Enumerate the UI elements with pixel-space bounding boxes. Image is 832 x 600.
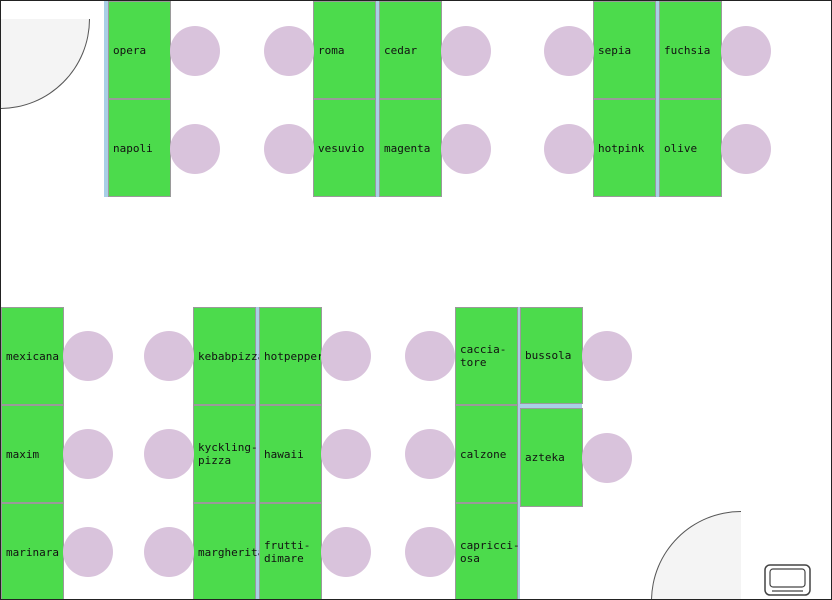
divider [375, 1, 379, 197]
desk-cedar[interactable]: cedar [379, 1, 442, 99]
chair[interactable] [321, 527, 371, 577]
divider [520, 403, 582, 408]
desk-label: kyckling- pizza [198, 441, 258, 467]
desk-opera[interactable]: opera [108, 1, 171, 99]
divider [655, 1, 659, 197]
chair[interactable] [405, 527, 455, 577]
desk-label: cedar [384, 43, 418, 57]
desk-capricciosa[interactable]: capricci- osa [455, 503, 520, 599]
desk-label: hawaii [264, 447, 304, 461]
desk-hawaii[interactable]: hawaii [259, 405, 322, 503]
desk-maxim[interactable]: maxim [1, 405, 64, 503]
desk-label: kebabpizza [198, 349, 265, 363]
desk-label: fuchsia [664, 43, 711, 57]
chair[interactable] [264, 26, 314, 76]
chair[interactable] [405, 331, 455, 381]
desk-label: opera [113, 43, 147, 57]
desk-label: capricci- osa [460, 539, 520, 565]
chair[interactable] [721, 26, 771, 76]
desk-olive[interactable]: olive [659, 99, 722, 197]
chair[interactable] [582, 331, 632, 381]
chair[interactable] [441, 26, 491, 76]
desk-label: frutti- dimare [264, 539, 311, 565]
desk-label: roma [318, 43, 345, 57]
desk-cacciatore[interactable]: caccia- tore [455, 307, 518, 405]
chair[interactable] [544, 26, 594, 76]
desk-label: calzone [460, 447, 507, 461]
desk-azteka[interactable]: azteka [520, 408, 583, 507]
desk-label: hotpink [598, 141, 645, 155]
chair[interactable] [441, 124, 491, 174]
desk-fuchsia[interactable]: fuchsia [659, 1, 722, 99]
desk-label: sepia [598, 43, 632, 57]
chair[interactable] [582, 433, 632, 483]
chair[interactable] [721, 124, 771, 174]
desk-label: mexicana [6, 349, 59, 363]
desk-roma[interactable]: roma [313, 1, 376, 99]
door-swing-icon [651, 511, 741, 599]
desk-bussola[interactable]: bussola [520, 307, 583, 404]
desk-mexicana[interactable]: mexicana [1, 307, 64, 405]
chair[interactable] [63, 331, 113, 381]
chair[interactable] [321, 429, 371, 479]
desk-label: vesuvio [318, 141, 365, 155]
desk-label: caccia- tore [460, 343, 507, 369]
chair[interactable] [544, 124, 594, 174]
desk-hotpepper[interactable]: hotpepper [259, 307, 324, 405]
desk-calzone[interactable]: calzone [455, 405, 518, 503]
chair[interactable] [144, 331, 194, 381]
desk-label: hotpepper [264, 349, 324, 363]
desk-label: margherita [198, 545, 265, 559]
desk-fruttidimare[interactable]: frutti- dimare [259, 503, 322, 599]
desk-margherita[interactable]: margherita [193, 503, 264, 599]
chair[interactable] [321, 331, 371, 381]
desk-hotpink[interactable]: hotpink [593, 99, 656, 197]
desk-label: azteka [525, 451, 565, 464]
chair[interactable] [63, 429, 113, 479]
desk-label: napoli [113, 141, 153, 155]
chair[interactable] [170, 124, 220, 174]
divider [104, 1, 108, 197]
door-swing-icon [1, 19, 90, 109]
desk-label: magenta [384, 141, 431, 155]
desk-label: bussola [525, 349, 572, 362]
desk-marinara[interactable]: marinara [1, 503, 64, 599]
chair[interactable] [264, 124, 314, 174]
desk-kycklingpizza[interactable]: kyckling- pizza [193, 405, 258, 503]
chair[interactable] [144, 429, 194, 479]
desk-napoli[interactable]: napoli [108, 99, 171, 197]
chair[interactable] [63, 527, 113, 577]
chair[interactable] [170, 26, 220, 76]
divider [516, 307, 520, 599]
desk-magenta[interactable]: magenta [379, 99, 442, 197]
desk-sepia[interactable]: sepia [593, 1, 656, 99]
desk-kebabpizza[interactable]: kebabpizza [193, 307, 264, 405]
chair[interactable] [144, 527, 194, 577]
desk-label: marinara [6, 545, 59, 559]
desk-vesuvio[interactable]: vesuvio [313, 99, 376, 197]
divider [255, 307, 259, 599]
desk-label: olive [664, 141, 698, 155]
printer-icon[interactable] [763, 561, 813, 599]
chair[interactable] [405, 429, 455, 479]
desk-label: maxim [6, 447, 40, 461]
